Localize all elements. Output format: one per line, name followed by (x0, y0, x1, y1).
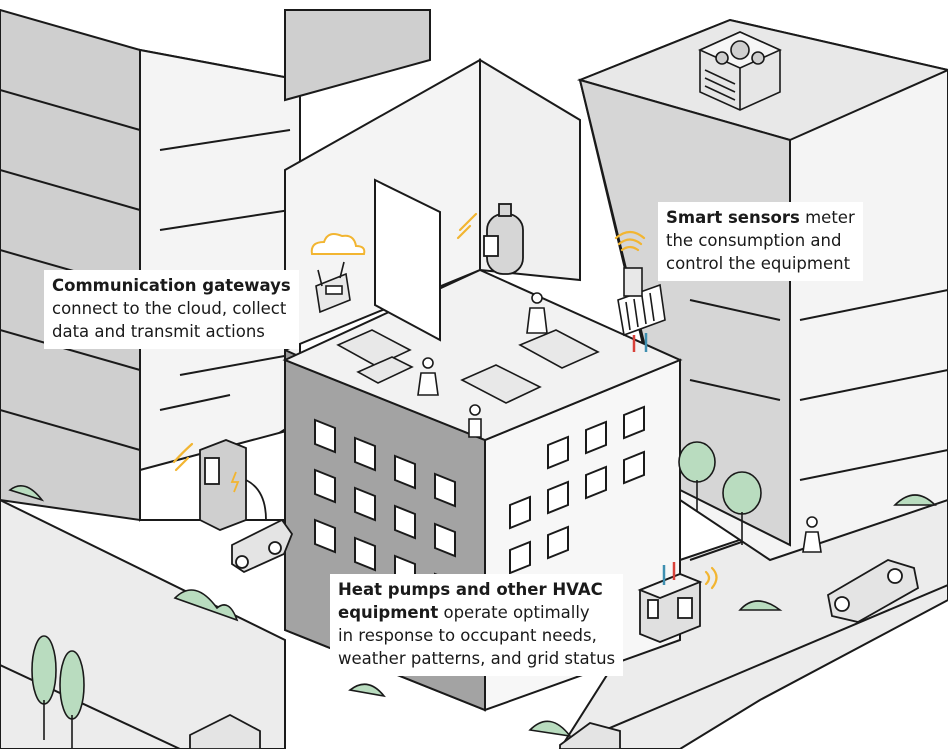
back-building (284, 9, 431, 102)
callout-hvac-equipment: Heat pumps and other HVAC equipment oper… (330, 574, 624, 676)
ev-charger-icon (199, 439, 267, 531)
callout-gateways-line-1: connect to the cloud, collect (52, 299, 287, 318)
callout-hvac-title-2: equipment (338, 603, 439, 622)
wifi-icon (172, 212, 718, 590)
water-heater-icon (483, 203, 524, 275)
pipes (632, 333, 648, 352)
heat-pump-icon (637, 562, 703, 643)
cloud-icon (310, 233, 366, 255)
callout-hvac-line-2: weather patterns, and grid status (338, 649, 616, 668)
callout-gateways-line-2: data and transmit actions (52, 322, 265, 341)
smart-sensor-icon (623, 267, 643, 297)
person-icon (417, 292, 822, 553)
radiator-icon (617, 283, 666, 337)
callout-sensors-line-1: the consumption and (666, 231, 842, 250)
callout-hvac-title-suffix: operate optimally (438, 603, 590, 622)
callout-smart-sensors: Smart sensors meter the consumption and … (658, 202, 863, 281)
gateway-device-icon (315, 261, 351, 314)
callout-hvac-title-1: Heat pumps and other HVAC (338, 580, 603, 599)
rooftop-furniture (336, 329, 600, 404)
callout-communication-gateways: Communication gateways connect to the cl… (44, 270, 299, 349)
callout-sensors-title: Smart sensors (666, 208, 800, 227)
car-icon (189, 518, 920, 749)
rooftop-hvac-units-icon (698, 31, 782, 111)
callout-hvac-line-1: in response to occupant needs, (338, 626, 597, 645)
callout-sensors-title-suffix: meter (799, 208, 855, 227)
windows-right (509, 405, 645, 575)
callout-gateways-title: Communication gateways (52, 276, 291, 295)
left-building (0, 8, 301, 522)
tree-icon (8, 441, 937, 749)
callout-sensors-line-2: control the equipment (666, 254, 851, 273)
